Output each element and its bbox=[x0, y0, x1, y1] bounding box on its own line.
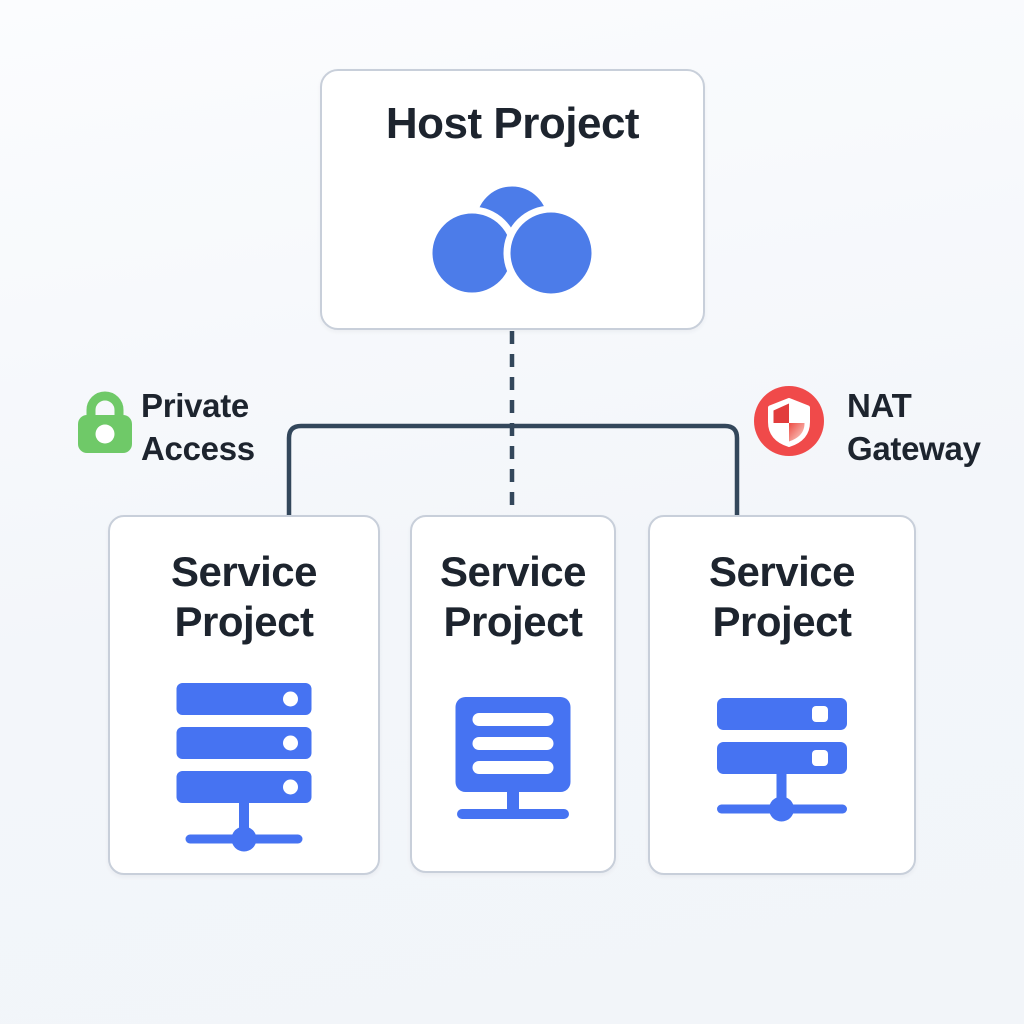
lock-icon bbox=[78, 391, 132, 453]
host-project-title: Host Project bbox=[385, 99, 640, 148]
nat-gateway-label: NAT Gateway bbox=[847, 387, 981, 467]
host-project-card: Host Project bbox=[320, 69, 705, 330]
service-project-card-1: Service Project bbox=[108, 515, 380, 875]
cloud-icon bbox=[425, 179, 598, 301]
server-rack-icon bbox=[717, 698, 847, 822]
private-access-label: Private Access bbox=[141, 387, 255, 467]
service-project-title-1: Service Project bbox=[171, 548, 317, 645]
server-tower-icon bbox=[455, 697, 571, 819]
private-access-annotation: Private Access bbox=[78, 387, 266, 470]
bracket-connector bbox=[286, 423, 740, 516]
service-project-card-3: Service Project bbox=[648, 515, 916, 875]
nat-gateway-annotation: NAT Gateway bbox=[753, 385, 1007, 470]
shield-icon bbox=[754, 386, 824, 456]
service-project-title-2: Service Project bbox=[440, 548, 586, 645]
server-stack-icon bbox=[176, 683, 312, 852]
service-project-card-2: Service Project bbox=[410, 515, 616, 873]
service-project-title-3: Service Project bbox=[709, 548, 855, 645]
